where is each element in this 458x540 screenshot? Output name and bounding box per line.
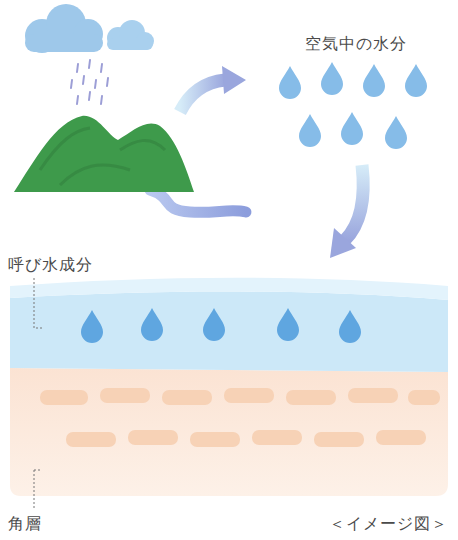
flow-arrow (180, 66, 246, 112)
label-text: 呼び水成分 (8, 255, 93, 274)
label-text: 空気中の水分 (305, 34, 407, 53)
leader-line (34, 278, 42, 508)
corneocyte (40, 388, 440, 447)
river (150, 190, 246, 212)
label-text: 角層 (8, 514, 42, 533)
layer-top (10, 278, 448, 300)
water-drop (279, 62, 427, 149)
water-drop (81, 308, 361, 343)
horny-layer (10, 368, 448, 496)
mountain (14, 116, 194, 192)
humectant-layer (10, 292, 448, 373)
cloud (25, 4, 103, 53)
cloud (107, 20, 154, 50)
caption-text: ＜イメージ図＞ (329, 514, 448, 533)
flow-arrow (330, 165, 363, 258)
rain (71, 60, 108, 104)
